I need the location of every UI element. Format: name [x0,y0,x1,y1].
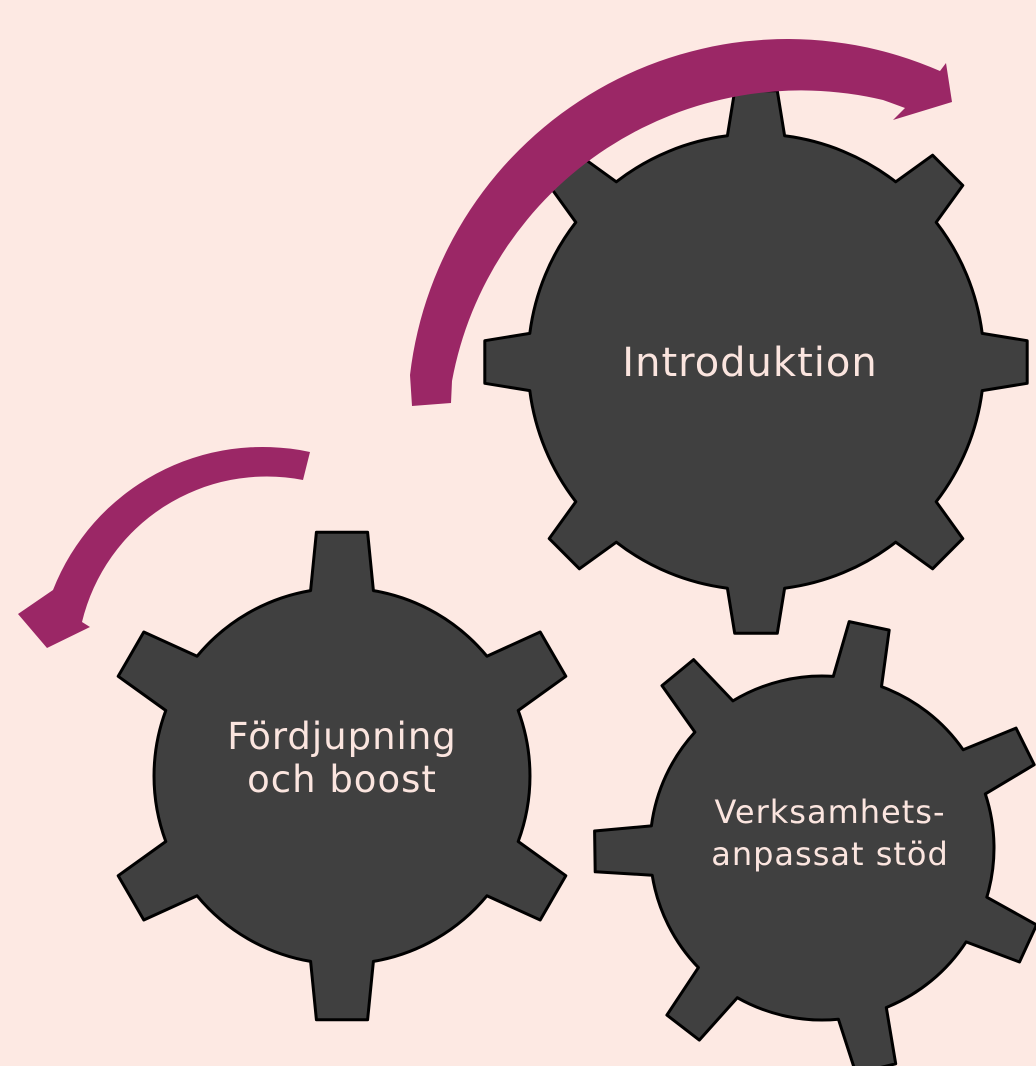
gear-introduktion [483,89,1029,635]
arrows-layer [18,39,952,648]
gear-fordjupning [116,530,568,1022]
gear-label-fordjupning: Fördjupning och boost [192,715,492,801]
gear-label-line: och boost [247,757,437,801]
gear-label-line: Verksamhets- [714,793,946,831]
gear-label-line: anpassat stöd [711,834,949,873]
gear-label-verksamhet: Verksamhets- anpassat stöd [680,792,980,875]
gear-label-introduktion: Introduktion [600,340,900,386]
cycle-arrow-small [18,446,310,648]
gear-label-line: Introduktion [622,340,878,386]
cycle-arrow-large [410,39,952,407]
gear-label-line: Fördjupning [227,715,457,758]
gears-layer [116,89,1036,1066]
gear-verksamhet [593,620,1036,1066]
